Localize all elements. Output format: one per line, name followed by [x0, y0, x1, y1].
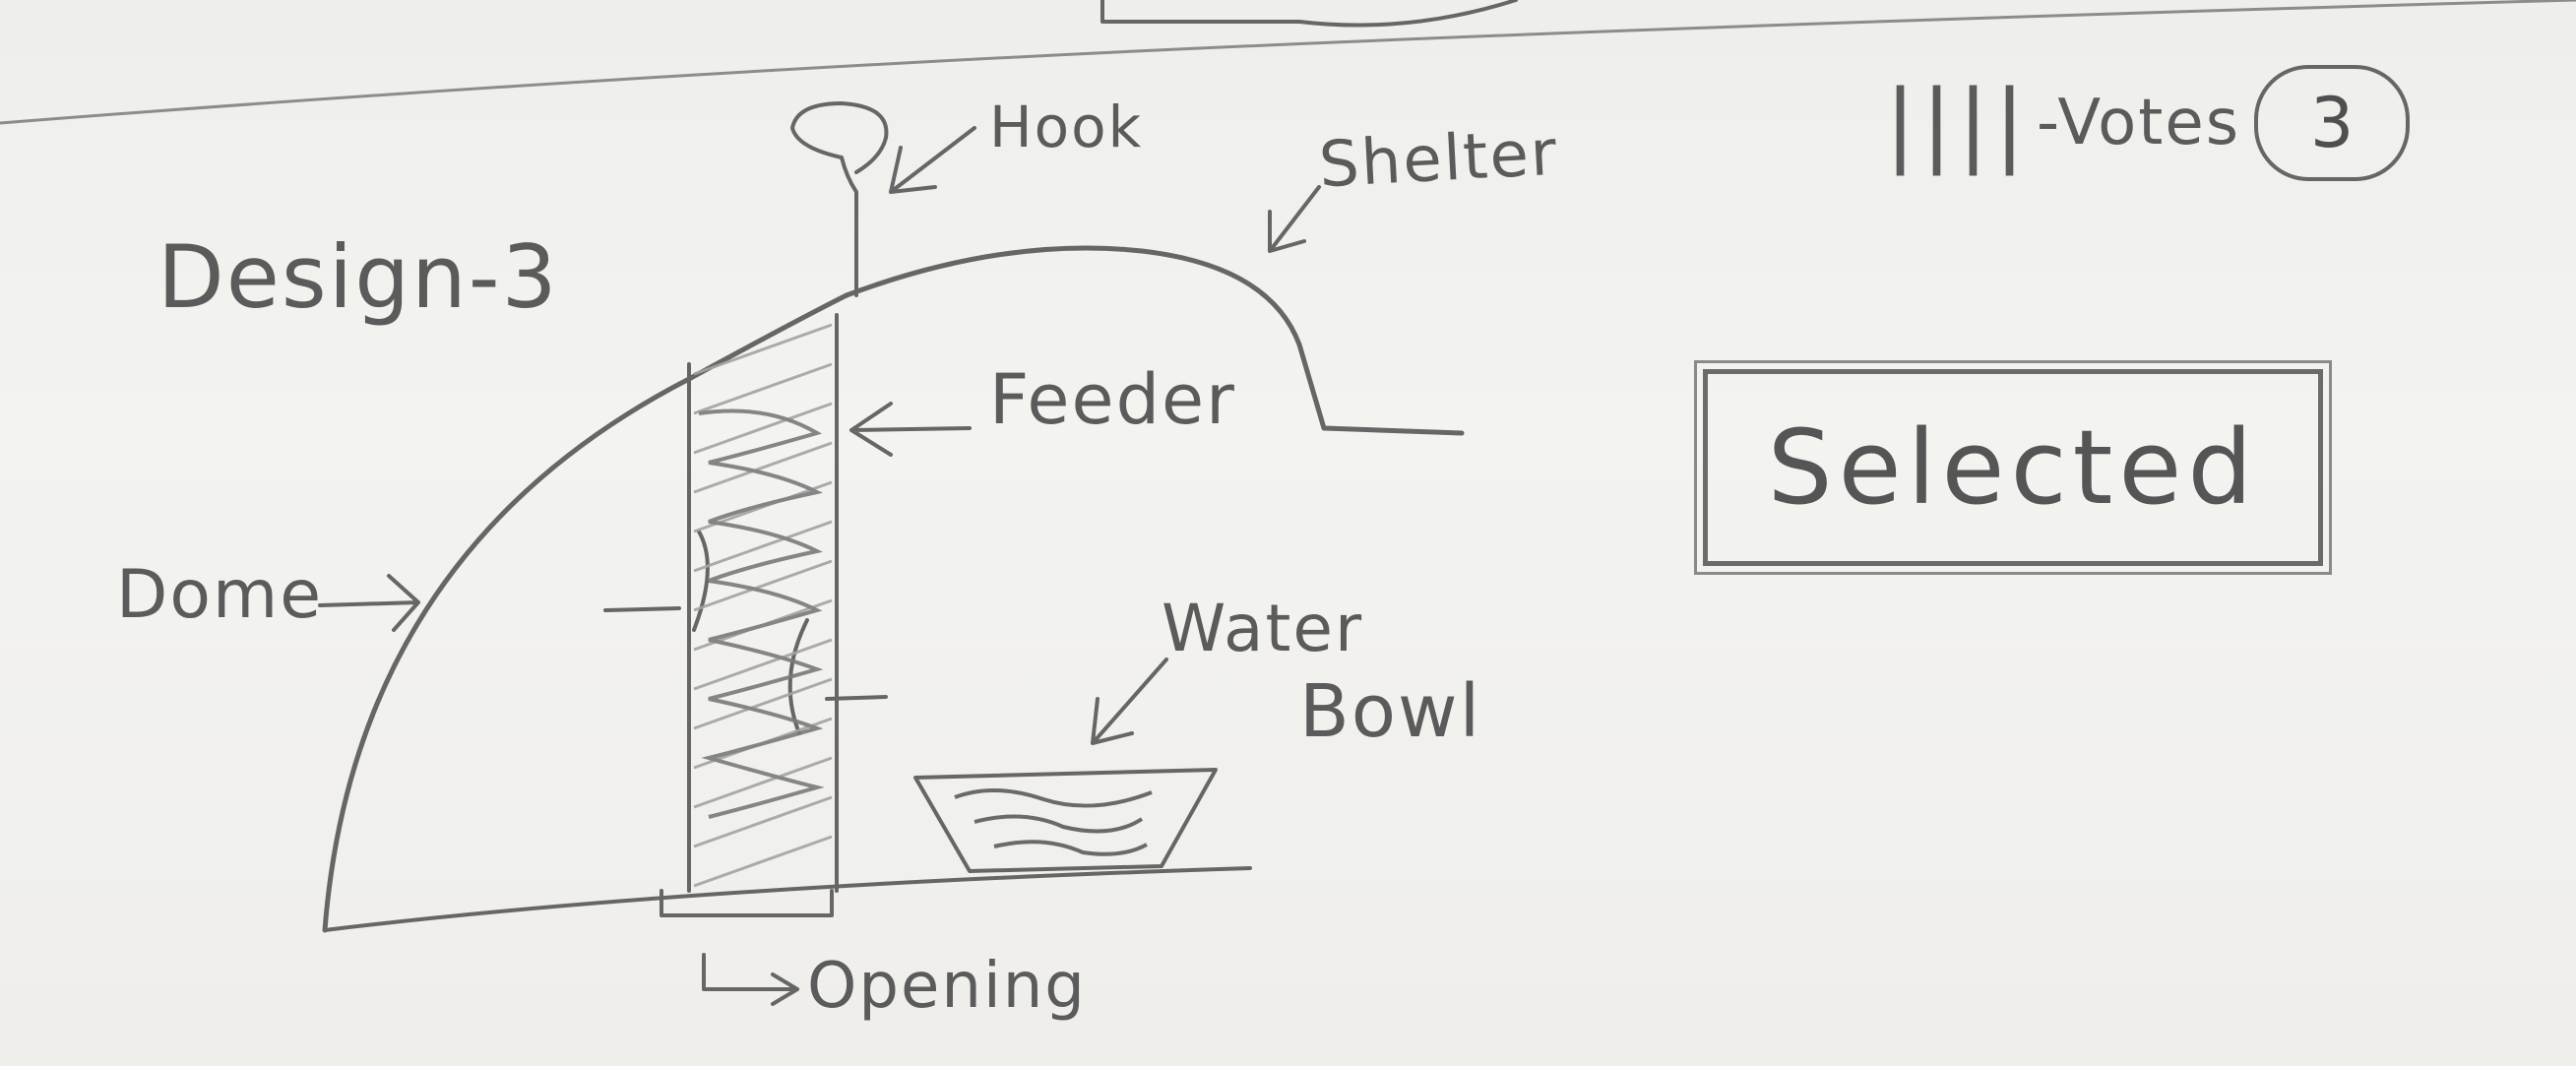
- votes-indicator: |||| -Votes 3: [1885, 65, 2411, 181]
- feeder-side-mark-left: [603, 530, 710, 632]
- label-water: Water: [1162, 591, 1364, 666]
- hook-arrow: [889, 126, 976, 194]
- status-box: Selected: [1694, 360, 2332, 575]
- opening-arrow: [702, 953, 799, 1006]
- opening-box: [660, 889, 834, 917]
- water-arrow: [1091, 658, 1168, 745]
- feeder-shading: [693, 323, 833, 888]
- shelter-outline: [844, 245, 1465, 436]
- shelter-arrow: [1268, 185, 1321, 253]
- status-text: Selected: [1767, 408, 2259, 528]
- label-feeder: Feeder: [989, 359, 1236, 440]
- label-dome: Dome: [116, 556, 324, 634]
- page-title: Design-3: [157, 226, 559, 328]
- water-bowl-shading: [954, 788, 1153, 856]
- feeder-arrow: [849, 402, 972, 457]
- label-opening: Opening: [807, 950, 1087, 1023]
- top-sketch-fragment: [1100, 0, 1518, 28]
- paper-edge-line: [0, 0, 2576, 125]
- dome-outline: [322, 292, 849, 933]
- label-shelter: Shelter: [1317, 116, 1560, 203]
- hook-icon: [790, 101, 889, 297]
- votes-tally-marks: ||||: [1885, 70, 2031, 176]
- ground-line: [323, 866, 1252, 932]
- label-hook: Hook: [989, 94, 1144, 160]
- feeder-column: [687, 313, 839, 893]
- votes-label: -Votes: [2036, 87, 2241, 159]
- dome-arrow: [318, 574, 420, 632]
- water-bowl: [913, 768, 1218, 873]
- votes-count-badge: 3: [2254, 65, 2411, 181]
- label-bowl: Bowl: [1299, 669, 1482, 754]
